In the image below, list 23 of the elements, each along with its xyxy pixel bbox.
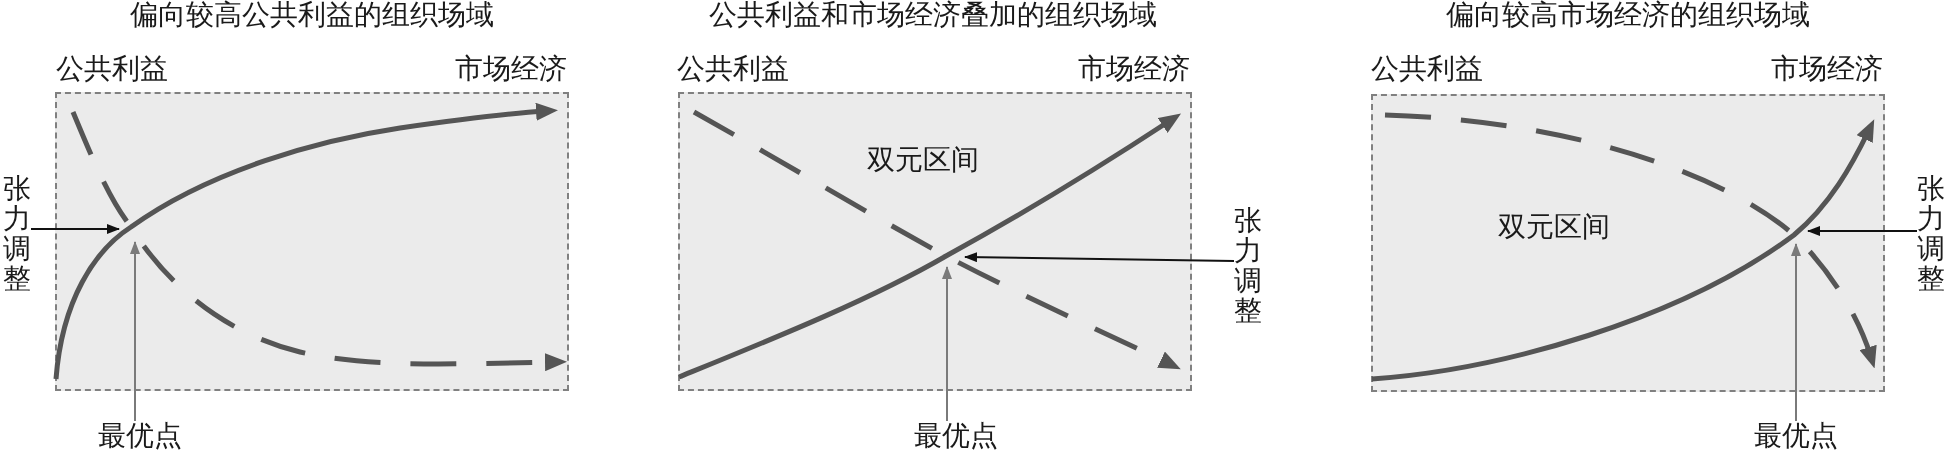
leader-arrow	[30, 224, 120, 234]
panel-title: 偏向较高公共利益的组织场域	[130, 0, 494, 30]
callout-label: 张力调整	[1917, 174, 1945, 294]
end-label: 市场经济	[1771, 54, 1883, 84]
leader-arrow	[1791, 243, 1801, 422]
end-label: 市场经济	[1078, 54, 1190, 84]
callout-label: 最优点	[914, 421, 998, 451]
end-label: 公共利益	[56, 54, 168, 84]
leader-arrow	[1807, 226, 1918, 236]
leader-arrow	[130, 241, 140, 422]
end-label: 公共利益	[1371, 54, 1483, 84]
leader-arrow	[942, 266, 952, 422]
region-label: 双元区间	[867, 145, 979, 175]
region-label: 双元区间	[1498, 212, 1610, 242]
callout-label: 最优点	[98, 421, 182, 451]
panel-title: 偏向较高市场经济的组织场域	[1446, 0, 1810, 30]
callout-label: 张力调整	[1234, 206, 1262, 326]
end-label: 市场经济	[455, 54, 567, 84]
end-label: 公共利益	[677, 54, 789, 84]
leader-arrow	[964, 252, 1235, 263]
panel-title: 公共利益和市场经济叠加的组织场域	[709, 0, 1157, 30]
callout-label: 张力调整	[3, 174, 31, 294]
callout-label: 最优点	[1754, 421, 1838, 451]
